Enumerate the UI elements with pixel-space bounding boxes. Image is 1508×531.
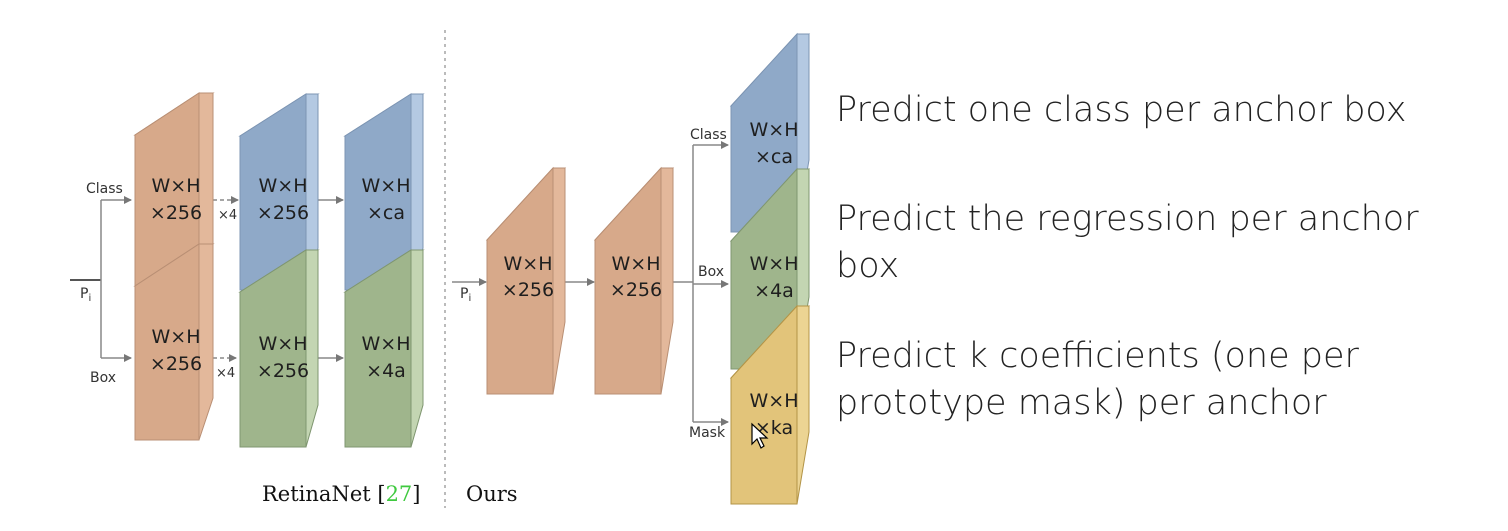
ours-input-label: Pi — [460, 286, 471, 304]
block-label-line-1: W×H — [152, 326, 201, 348]
retinanet-box-block-2: W×H ×256 — [238, 249, 320, 448]
retinanet-repeat-label: ×4 — [218, 208, 237, 223]
block-label-line-2: ×256 — [257, 360, 309, 382]
block-label-line-2: ×4a — [754, 280, 794, 302]
block-label-line-1: W×H — [152, 175, 201, 197]
ours-caption: Ours — [466, 482, 518, 506]
block-label-line-2: ×256 — [610, 279, 662, 301]
retinanet-class-label: Class — [86, 181, 123, 197]
retinanet-class-block-2: W×H ×256 — [238, 93, 320, 291]
retinanet-box-label: Box — [90, 370, 116, 386]
description-line: Predict k coefficients (one per — [836, 336, 1359, 376]
block-label-line-1: W×H — [750, 390, 799, 412]
block-label-line-2: ×256 — [150, 353, 202, 375]
mask-description: Predict k coefficients (one per prototyp… — [836, 333, 1359, 427]
block-label-line-2: ×4a — [366, 360, 406, 382]
description-line: box — [836, 246, 900, 286]
block-label-line-1: W×H — [259, 175, 308, 197]
ours-block-1: W×H ×256 — [485, 166, 567, 395]
ours-block-2: W×H ×256 — [593, 166, 675, 395]
retinanet-input-label: Pi — [80, 286, 91, 304]
ours-mask-label: Mask — [689, 425, 726, 441]
block-label-line-2: ×256 — [502, 279, 554, 301]
block-label-line-1: W×H — [259, 333, 308, 355]
class-description: Predict one class per anchor box — [836, 87, 1406, 134]
block-label-line-2: ×ca — [367, 202, 405, 224]
ours-box-label: Box — [698, 264, 724, 280]
ours-class-label: Class — [690, 127, 727, 143]
description-line: Predict the regression per anchor — [836, 199, 1419, 239]
retinanet-box-block-1: W×H ×256 — [133, 243, 215, 441]
retinanet-class-output-block: W×H ×ca — [343, 93, 425, 291]
block-label-line-2: ×256 — [150, 202, 202, 224]
retinanet-class-block-1: W×H ×256 — [133, 92, 215, 291]
block-label-line-2: ×256 — [257, 202, 309, 224]
retinanet-caption: RetinaNet [27] — [262, 482, 421, 506]
block-label-line-1: W×H — [362, 175, 411, 197]
block-label-line-1: W×H — [750, 119, 799, 141]
block-label-line-1: W×H — [750, 253, 799, 275]
block-label-line-1: W×H — [612, 253, 661, 275]
block-label-line-1: W×H — [362, 333, 411, 355]
retinanet-box-output-block: W×H ×4a — [343, 249, 425, 448]
box-description: Predict the regression per anchor box — [836, 196, 1419, 290]
retinanet-connectors — [70, 196, 344, 362]
retinanet-repeat-label: ×4 — [216, 366, 235, 381]
ours-connectors — [452, 141, 729, 426]
block-label-line-2: ×ca — [755, 146, 793, 168]
mouse-cursor-icon — [751, 422, 769, 449]
ours-mask-output-block: W×H ×ka — [729, 304, 811, 505]
block-label-line-1: W×H — [504, 253, 553, 275]
description-line: prototype mask) per anchor — [836, 383, 1327, 423]
description-line: Predict one class per anchor box — [836, 90, 1407, 130]
block-label-line-2: ×ka — [755, 417, 793, 439]
